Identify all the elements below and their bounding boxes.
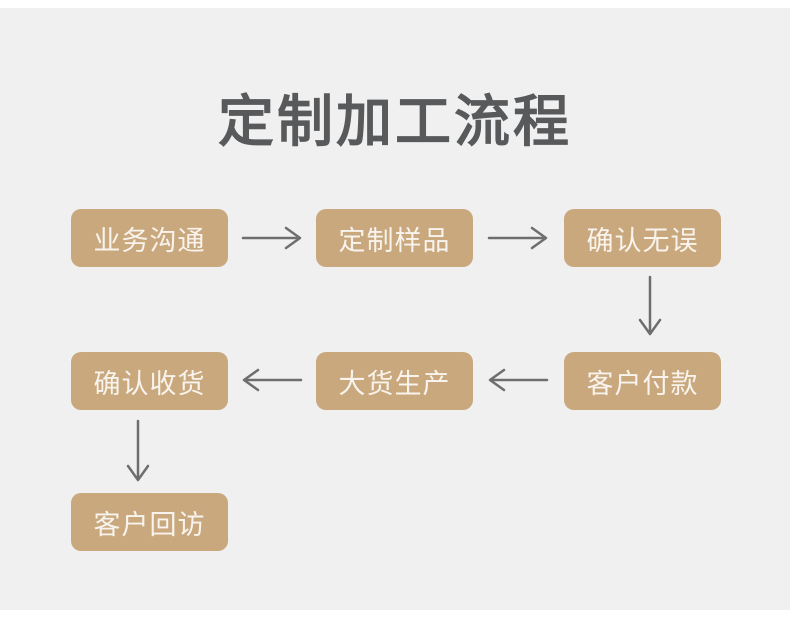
- arrow-left-icon: [240, 366, 304, 394]
- arrow-down-icon: [124, 418, 152, 484]
- arrow-right-icon: [486, 224, 550, 252]
- step-business-communication: 业务沟通: [71, 209, 228, 267]
- step-bulk-production: 大货生产: [316, 352, 473, 410]
- step-customer-payment: 客户付款: [564, 352, 721, 410]
- arrow-right-icon: [240, 224, 304, 252]
- step-confirm-correct: 确认无误: [564, 209, 721, 267]
- step-confirm-receipt: 确认收货: [71, 352, 228, 410]
- arrow-down-icon: [636, 274, 664, 338]
- step-custom-sample: 定制样品: [316, 209, 473, 267]
- step-customer-followup: 客户回访: [71, 493, 228, 551]
- arrow-left-icon: [486, 366, 550, 394]
- page-title: 定制加工流程: [218, 90, 572, 153]
